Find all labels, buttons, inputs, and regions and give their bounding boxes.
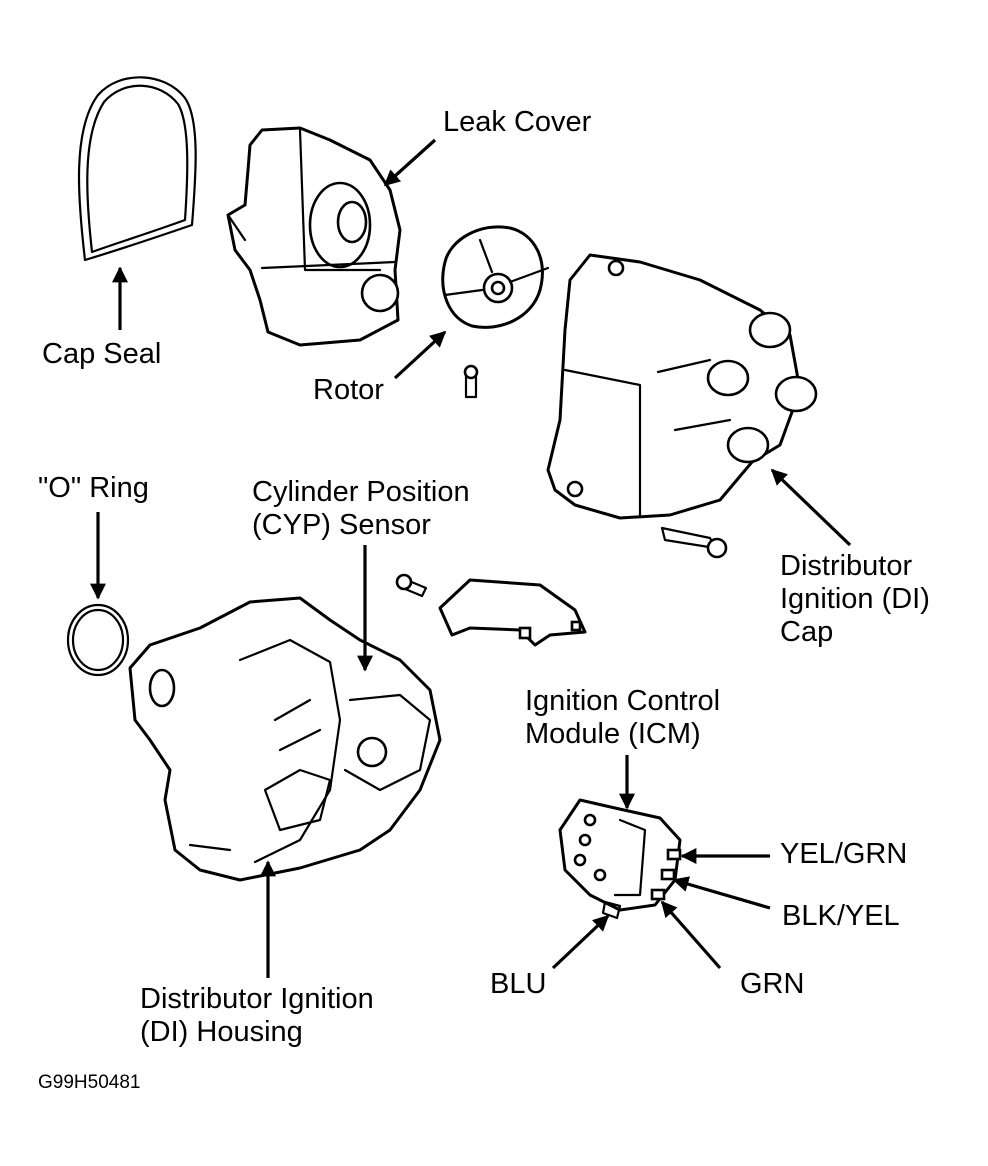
label-o-ring: "O" Ring <box>38 472 149 504</box>
distributor-cap-part <box>546 253 818 559</box>
label-icm: Ignition Control Module (ICM) <box>525 685 721 750</box>
arrow-blu <box>551 914 610 970</box>
label-leak-cover: Leak Cover <box>443 106 592 138</box>
label-wire-blk-yel: BLK/YEL <box>782 900 900 932</box>
cap-seal-part <box>77 76 197 262</box>
arrow-grn <box>660 900 722 970</box>
arrow-leak-cover <box>383 138 437 187</box>
icm-part <box>558 798 682 920</box>
label-cap-seal: Cap Seal <box>42 338 162 370</box>
label-wire-blu: BLU <box>490 968 547 1000</box>
arrow-rotor <box>393 330 447 380</box>
distributor-housing-part <box>128 596 442 882</box>
leader-arrows <box>90 138 852 978</box>
leak-cover-part <box>226 126 402 347</box>
label-wire-grn: GRN <box>740 968 805 1000</box>
bracket-part <box>395 573 587 647</box>
arrow-blk-yel <box>672 876 771 910</box>
label-cyp-sensor: Cylinder Position (CYP) Sensor <box>252 476 470 541</box>
label-rotor: Rotor <box>313 374 384 406</box>
label-di-housing: Distributor Ignition (DI) Housing <box>140 983 374 1048</box>
arrow-di-cap <box>770 468 852 547</box>
figure-code: G99H50481 <box>38 1072 141 1093</box>
label-wire-yel-grn: YEL/GRN <box>780 838 908 870</box>
o-ring-part <box>66 603 130 677</box>
rotor-part <box>441 225 550 399</box>
label-di-cap: Distributor Ignition (DI) Cap <box>780 550 930 648</box>
